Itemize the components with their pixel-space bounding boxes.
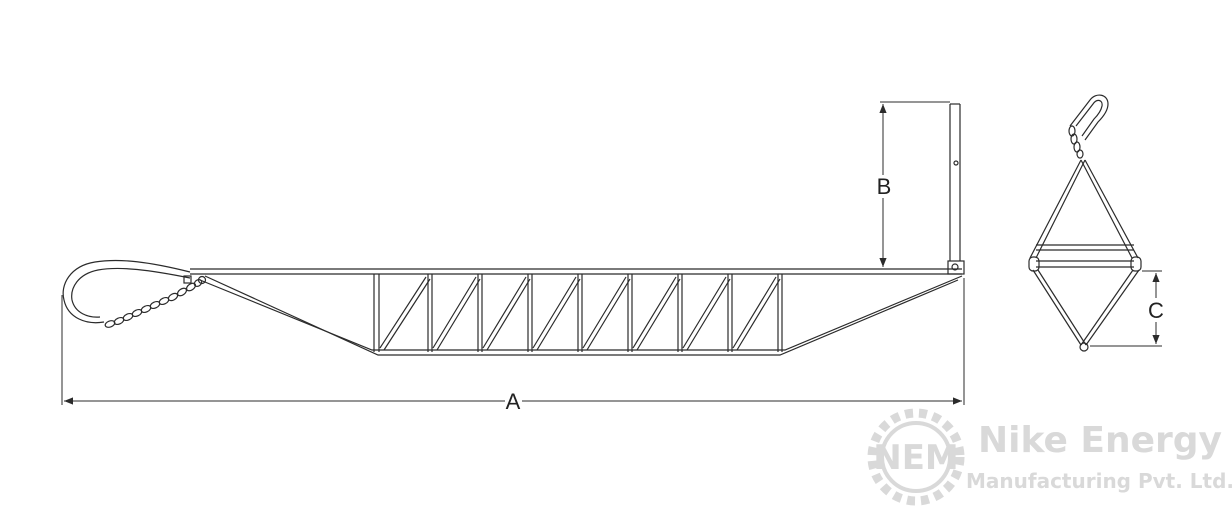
hook <box>62 259 191 324</box>
company-name: Nike Energy <box>978 420 1222 461</box>
watermark: NEM Nike Energy Manufacturing Pvt. Ltd. <box>867 408 1232 506</box>
side-view <box>62 103 965 356</box>
top-rail <box>190 268 962 275</box>
logo-monogram: NEM <box>873 438 959 478</box>
dimension-a-label: A <box>506 389 521 414</box>
chain <box>104 279 203 328</box>
end-chain <box>1068 125 1084 159</box>
company-logo: NEM <box>867 408 965 506</box>
lower-chord <box>199 275 963 356</box>
right-end-lug <box>947 103 965 275</box>
end-view <box>1028 94 1142 352</box>
dimension-b <box>879 101 950 267</box>
dimension-b-label: B <box>877 174 892 199</box>
dimension-c <box>1090 270 1162 347</box>
dimension-a <box>61 278 965 405</box>
diamond-frame <box>1028 159 1142 352</box>
shackle <box>1069 94 1109 141</box>
truss-web <box>373 274 783 352</box>
company-subtitle: Manufacturing Pvt. Ltd. <box>966 469 1232 493</box>
dimension-c-label: C <box>1148 298 1164 323</box>
